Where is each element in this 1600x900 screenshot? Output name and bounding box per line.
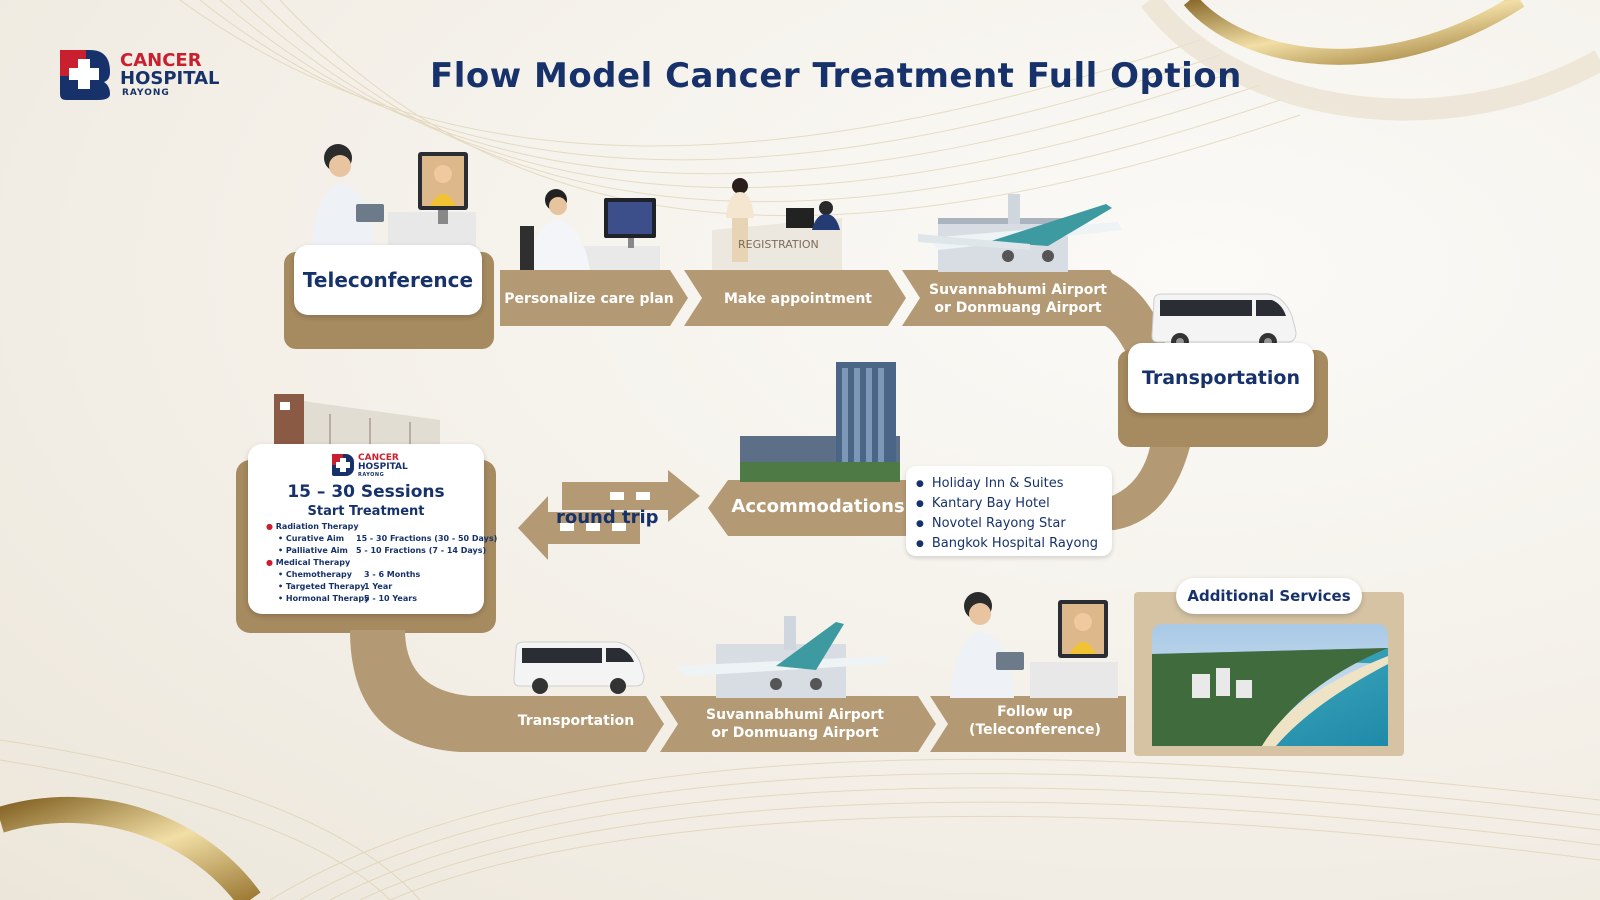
start-treatment: Start Treatment	[307, 504, 425, 519]
radiation-therapy-label: ● Radiation Therapy	[266, 522, 359, 531]
airplane-illustration	[918, 194, 1122, 272]
chemotherapy-value: 3 - 6 Months	[364, 570, 421, 579]
hormonal-therapy-label: • Hormonal Therapy	[278, 594, 370, 603]
logo-cross-icon	[60, 50, 110, 100]
sessions-count: 15 – 30 Sessions	[287, 482, 445, 502]
treatment-card: CANCER HOSPITAL RAYONG 15 – 30 Sessions …	[248, 444, 497, 614]
hotel-list: Holiday Inn & Suites Kantary Bay Hotel N…	[906, 466, 1112, 554]
follow-up-line2: (Teleconference)	[969, 722, 1101, 738]
hotel-item: Bangkok Hospital Rayong	[916, 534, 1112, 554]
airport-departure-line2: or Donmuang Airport	[711, 725, 879, 741]
airport-arrival-line2: or Donmuang Airport	[934, 300, 1102, 316]
chemotherapy-label: • Chemotherapy	[278, 570, 352, 579]
logo-text-cancer: CANCER	[120, 50, 202, 71]
page-title: Flow Model Cancer Treatment Full Option	[430, 56, 1242, 96]
airplane-return-illustration	[676, 616, 890, 698]
step-personalize-care-plan: Personalize care plan	[504, 291, 674, 307]
hotel-item: Kantary Bay Hotel	[916, 494, 1112, 514]
palliative-aim-value: 5 - 10 Fractions (7 - 14 Days)	[356, 546, 487, 555]
round-trip-arrows	[518, 470, 700, 560]
curative-aim-value: 15 - 30 Fractions (30 - 50 Days)	[356, 534, 498, 543]
follow-up-line1: Follow up	[997, 704, 1073, 720]
logo-text-hospital: HOSPITAL	[120, 68, 220, 89]
hotel-item: Holiday Inn & Suites	[916, 474, 1112, 494]
logo-text-rayong: RAYONG	[122, 88, 170, 98]
palliative-aim-label: • Palliative Aim	[278, 546, 348, 555]
doctor-followup-illustration	[950, 592, 1118, 698]
hotel-item: Novotel Rayong Star	[916, 514, 1112, 534]
van-return-illustration	[513, 641, 645, 694]
van-illustration	[1151, 293, 1297, 351]
treatment-logo-text-cancer: CANCER	[358, 453, 399, 463]
treatment-logo-text-hospital: HOSPITAL	[358, 462, 408, 472]
targeted-therapy-label: • Targeted Therapy	[278, 582, 366, 591]
treatment-logo-icon	[332, 454, 354, 476]
medical-therapy-label: ● Medical Therapy	[266, 558, 351, 567]
doctor-care-plan-illustration	[520, 189, 660, 270]
registration-desk-illustration: REGISTRATION	[712, 178, 842, 270]
airport-departure-line1: Suvannabhumi Airport	[706, 707, 884, 723]
airport-arrival-line1: Suvannabhumi Airport	[929, 282, 1107, 298]
step-transportation-arrival: Transportation	[1128, 343, 1314, 413]
step-teleconference: Teleconference	[294, 245, 482, 315]
hotel-list-card: Holiday Inn & Suites Kantary Bay Hotel N…	[906, 466, 1112, 556]
curative-aim-label: • Curative Aim	[278, 534, 345, 543]
step-transportation-return: Transportation	[517, 713, 635, 729]
hormonal-therapy-value: 5 - 10 Years	[364, 594, 417, 603]
step-airport-departure: Suvannabhumi Airport or Donmuang Airport	[690, 706, 900, 742]
treatment-logo-text-rayong: RAYONG	[358, 472, 385, 478]
step-airport-arrival: Suvannabhumi Airport or Donmuang Airport	[918, 281, 1118, 317]
hotel-building-illustration	[740, 362, 900, 482]
targeted-therapy-value: 1 Year	[364, 582, 393, 591]
step-make-appointment: Make appointment	[724, 291, 872, 307]
doctor-teleconference-illustration	[312, 144, 476, 248]
hospital-building-illustration	[274, 394, 440, 450]
step-accommodations: Accommodations	[731, 496, 905, 517]
beach-resort-photo	[1152, 624, 1388, 746]
svg-text:REGISTRATION: REGISTRATION	[738, 238, 819, 251]
round-trip-label: round trip	[556, 507, 659, 528]
step-follow-up: Follow up (Teleconference)	[950, 703, 1120, 739]
hospital-logo: CANCER HOSPITAL RAYONG	[60, 50, 235, 104]
additional-services-label: Additional Services	[1176, 578, 1362, 614]
